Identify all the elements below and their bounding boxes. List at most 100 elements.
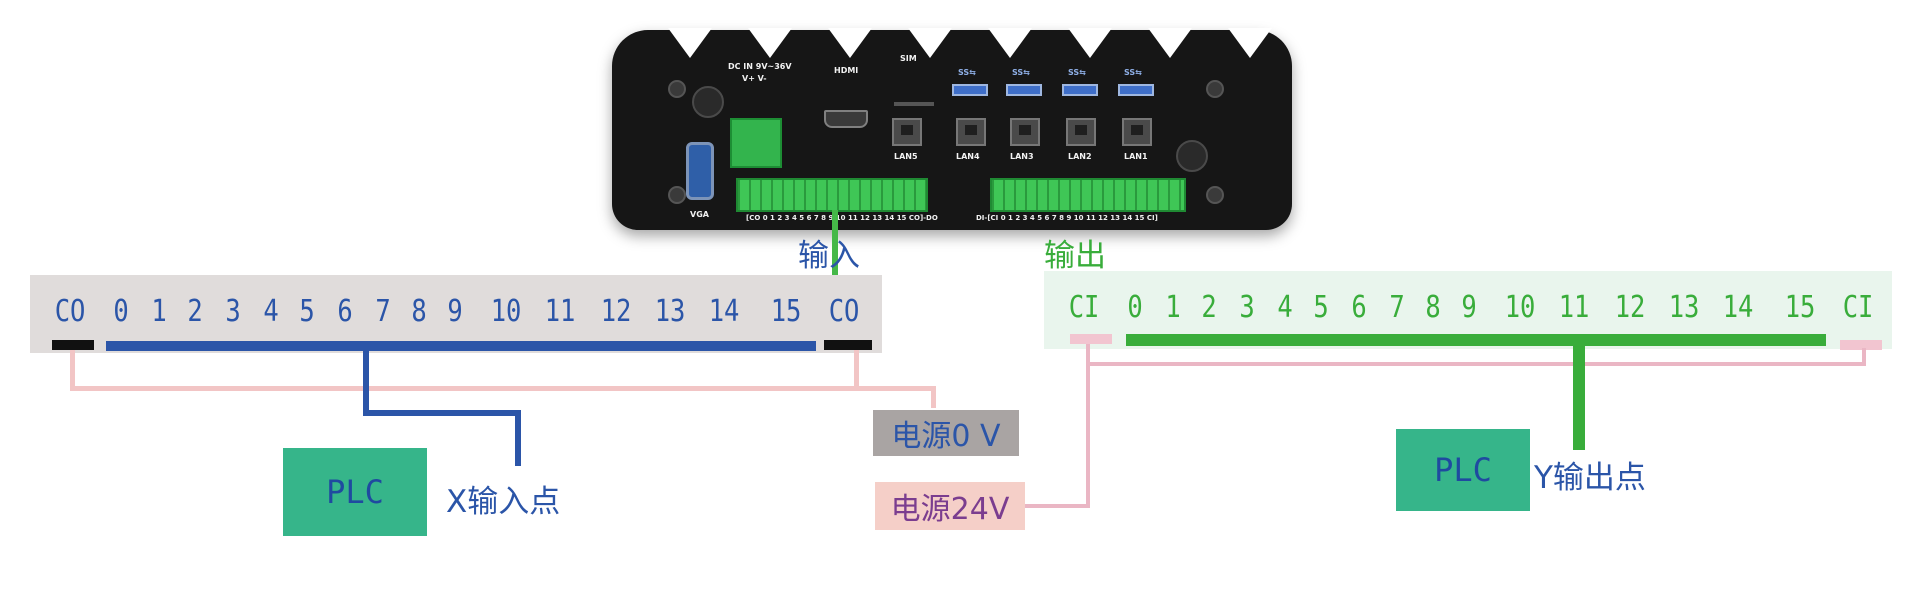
output-terminal-15: 14	[1722, 290, 1754, 325]
usb3-label: SS⇆	[1012, 68, 1030, 77]
usb3-label: SS⇆	[1068, 68, 1086, 77]
heatsink-fin	[668, 28, 712, 58]
screw-icon	[668, 186, 686, 204]
x-input-point-label: X输入点	[446, 484, 561, 520]
usb-port	[1062, 84, 1098, 96]
vga-port	[686, 142, 714, 200]
output-terminal-4: 3	[1239, 290, 1255, 325]
heatsink-fin	[988, 28, 1032, 58]
input-terminal-15: 14	[708, 294, 740, 329]
ci-marker-left	[1070, 334, 1112, 344]
output-terminal-8: 7	[1389, 290, 1405, 325]
power-0v-wire	[854, 350, 859, 390]
input-common-bus	[106, 341, 816, 351]
usb3-label: SS⇆	[958, 68, 976, 77]
lan4-label: LAN4	[956, 152, 980, 161]
input-terminal-7: 6	[337, 294, 353, 329]
lan2-label: LAN2	[1068, 152, 1092, 161]
output-terminal-5: 4	[1277, 290, 1293, 325]
input-terminal-13: 12	[600, 294, 632, 329]
output-terminal-0: CI	[1068, 290, 1100, 325]
do-terminal-block	[736, 178, 928, 212]
hdmi-label: HDMI	[834, 66, 859, 75]
input-terminal-2: 1	[151, 294, 167, 329]
input-lead-wire	[832, 210, 838, 275]
input-terminal-8: 7	[375, 294, 391, 329]
sim-label: SIM	[900, 54, 917, 63]
input-terminal-16: 15	[770, 294, 802, 329]
co-marker-right	[824, 340, 872, 350]
heatsink-fin	[828, 28, 872, 58]
hdmi-port	[824, 110, 868, 128]
x-input-wire	[363, 350, 369, 414]
x-input-wire	[515, 410, 521, 466]
output-terminal-2: 1	[1165, 290, 1181, 325]
lan1-port	[1122, 118, 1152, 146]
output-terminal-7: 6	[1351, 290, 1367, 325]
do-terminal-label: [CO 0 1 2 3 4 5 6 7 8 9 10 11 12 13 14 1…	[746, 214, 938, 222]
output-terminal-13: 12	[1614, 290, 1646, 325]
x-input-wire	[363, 410, 521, 416]
heatsink-fin	[748, 28, 792, 58]
usb3-label: SS⇆	[1124, 68, 1142, 77]
plc-box-right: PLC	[1396, 429, 1530, 511]
co-marker-left	[52, 340, 94, 350]
power-24v-wire	[1086, 344, 1090, 508]
usb-port	[952, 84, 988, 96]
lan4-port	[956, 118, 986, 146]
screw-icon	[1206, 80, 1224, 98]
lan2-port	[1066, 118, 1096, 146]
lan5-label: LAN5	[894, 152, 918, 161]
usb-port	[1006, 84, 1042, 96]
di-terminal-block	[990, 178, 1186, 212]
output-terminal-9: 8	[1425, 290, 1441, 325]
vga-label: VGA	[690, 210, 709, 219]
plc-box-left: PLC	[283, 448, 427, 536]
heatsink-fin	[1148, 28, 1192, 58]
lan5-port	[892, 118, 922, 146]
input-terminal-17: CO	[828, 294, 860, 329]
y-output-point-label: Y输出点	[1534, 460, 1646, 496]
input-terminal-10: 9	[447, 294, 463, 329]
y-output-wire	[1573, 344, 1585, 450]
input-terminal-4: 3	[225, 294, 241, 329]
heatsink-fin	[1068, 28, 1112, 58]
power-24v-wire	[1086, 362, 1866, 366]
wifi-antenna-connector-icon	[1176, 140, 1208, 172]
dc-power-connector	[730, 118, 782, 168]
output-terminal-10: 9	[1461, 290, 1477, 325]
screw-icon	[1206, 186, 1224, 204]
input-terminal-12: 11	[544, 294, 576, 329]
output-terminal-11: 10	[1504, 290, 1536, 325]
polarity-label: V+ V-	[742, 74, 767, 83]
lan3-port	[1010, 118, 1040, 146]
antenna-connector-icon	[692, 86, 724, 118]
heatsink-fin	[1228, 28, 1272, 58]
power-0v-wire	[70, 350, 75, 390]
input-terminal-14: 13	[654, 294, 686, 329]
power-0v-tag: 电源0 V	[873, 410, 1019, 456]
sim-slot	[894, 102, 934, 106]
input-terminal-1: 0	[113, 294, 129, 329]
input-terminal-5: 4	[263, 294, 279, 329]
ci-marker-right	[1840, 340, 1882, 350]
heatsink-fin	[908, 28, 952, 58]
input-terminal-3: 2	[187, 294, 203, 329]
screw-icon	[668, 80, 686, 98]
output-caption: 输出	[1044, 238, 1106, 274]
di-terminal-label: DI-[CI 0 1 2 3 4 5 6 7 8 9 10 11 12 13 1…	[976, 214, 1158, 222]
power-24v-wire	[1862, 348, 1866, 366]
output-terminal-16: 15	[1784, 290, 1816, 325]
input-terminal-0: CO	[54, 294, 86, 329]
power-24v-wire	[1022, 504, 1090, 508]
output-terminal-6: 5	[1313, 290, 1329, 325]
output-terminal-14: 13	[1668, 290, 1700, 325]
output-common-bus	[1126, 334, 1826, 346]
lan1-label: LAN1	[1124, 152, 1148, 161]
power-0v-wire	[70, 386, 936, 391]
input-terminal-9: 8	[411, 294, 427, 329]
power-0v-wire	[931, 386, 936, 408]
